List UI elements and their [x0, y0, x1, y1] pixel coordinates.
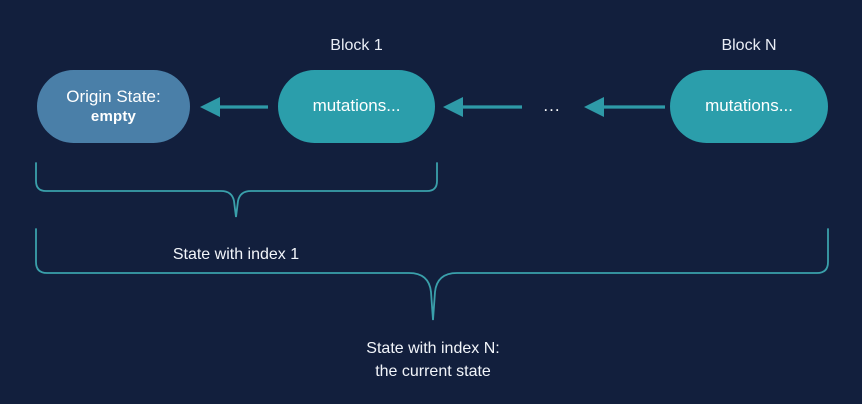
- block-1-caption: Block 1: [278, 37, 435, 55]
- brace-outer-label-line2: the current state: [375, 363, 491, 381]
- brace-inner: [35, 162, 438, 218]
- brace-inner-label: State with index 1: [136, 243, 336, 266]
- origin-state-value: empty: [90, 107, 137, 125]
- block-n-caption-text: Block N: [721, 37, 777, 54]
- origin-state-title: Origin State:: [66, 87, 161, 107]
- origin-state-node[interactable]: Origin State: empty: [37, 70, 190, 143]
- chain-ellipsis: ...: [538, 96, 566, 116]
- block-1-caption-text: Block 1: [330, 37, 383, 54]
- arrow-blockn-to-ellipsis: [584, 97, 665, 117]
- brace-outer-label: State with index N: the current state: [283, 337, 583, 383]
- block-n-body: mutations...: [705, 96, 793, 116]
- brace-outer: [35, 228, 829, 321]
- brace-inner-label-text: State with index 1: [172, 246, 300, 263]
- block-1-node[interactable]: mutations...: [278, 70, 435, 143]
- block-n-caption: Block N: [670, 37, 828, 55]
- arrow-ellipsis-to-block1: [443, 97, 522, 117]
- block-1-body: mutations...: [312, 96, 401, 116]
- block-n-node[interactable]: mutations...: [670, 70, 828, 143]
- chain-ellipsis-text: ...: [543, 96, 561, 115]
- arrow-block1-to-origin: [200, 97, 268, 117]
- brace-outer-label-line1: State with index N:: [366, 340, 500, 357]
